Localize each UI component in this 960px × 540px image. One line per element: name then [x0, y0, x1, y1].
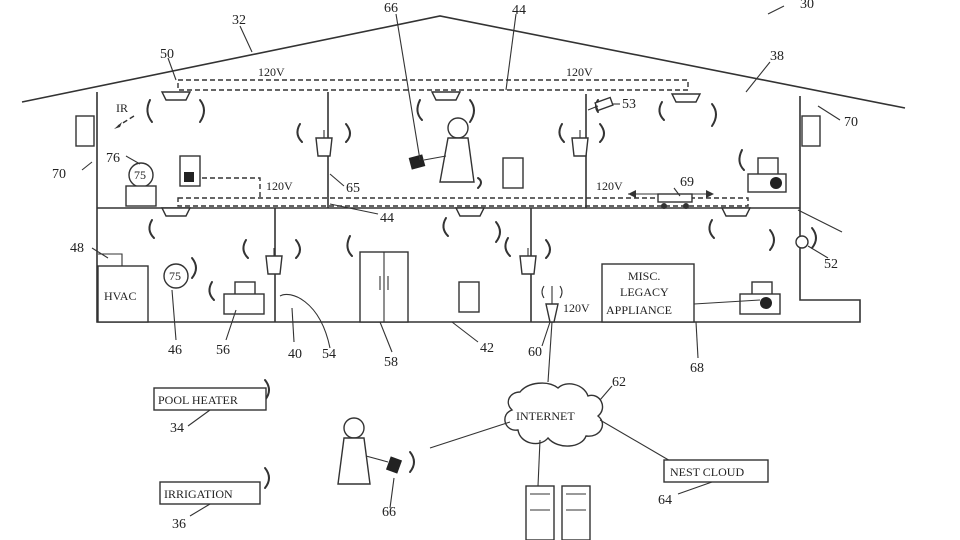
- ref-label: 38: [770, 49, 784, 64]
- ref-label: 44: [512, 3, 526, 18]
- hazard-detector-icon: [160, 91, 752, 217]
- user-with-device-icon: [408, 117, 475, 183]
- ref-label: 46: [168, 343, 182, 358]
- svg-text:IRRIGATION: IRRIGATION: [164, 487, 233, 501]
- ref-label: 40: [288, 347, 302, 362]
- svg-text:HVAC: HVAC: [104, 289, 136, 303]
- ref-label: 66: [382, 505, 396, 520]
- smart-outlet-icon: [179, 155, 787, 315]
- server-icon: [525, 485, 591, 540]
- svg-text:MISC.: MISC.: [628, 269, 660, 283]
- ref-label: 32: [232, 13, 246, 28]
- ref-label: 34: [170, 421, 184, 436]
- ref-label: 70: [52, 167, 66, 182]
- ref-label: 69: [680, 175, 694, 190]
- leader-lines: [81, 5, 841, 517]
- nest-cloud-box: NEST CLOUD: [663, 459, 769, 483]
- ref-label: 36: [172, 517, 186, 532]
- svg-text:POOL HEATER: POOL HEATER: [158, 393, 238, 407]
- ref-label: 64: [658, 493, 672, 508]
- svg-text:75: 75: [169, 269, 181, 283]
- svg-text:75: 75: [134, 168, 146, 182]
- camera-icon: [587, 96, 614, 112]
- svg-text:IR: IR: [116, 101, 128, 115]
- ref-label: 66: [384, 1, 398, 16]
- ref-label: 58: [384, 355, 398, 370]
- ref-label: 53: [622, 97, 636, 112]
- ref-label: 68: [690, 361, 704, 376]
- light-fixture-icon: [265, 130, 589, 275]
- voltage-label: 120V: [566, 65, 593, 79]
- ref-label: 65: [346, 181, 360, 196]
- wireless-signal-icon: [146, 99, 817, 489]
- ref-label: 76: [106, 151, 120, 166]
- entryway-icon: [75, 115, 821, 147]
- voltage-label: 120V: [563, 301, 590, 315]
- ref-label: 54: [322, 347, 336, 362]
- roof: [21, 15, 906, 233]
- svg-text:APPLIANCE: APPLIANCE: [606, 303, 672, 317]
- ref-label: 70: [844, 115, 858, 130]
- irrigation-box: IRRIGATION: [159, 481, 261, 505]
- svg-text:LEGACY: LEGACY: [620, 285, 669, 299]
- ref-label: 48: [70, 241, 84, 256]
- legacy-appliance-box: MISC. LEGACY APPLIANCE: [601, 263, 761, 323]
- hvac-unit: HVAC: [97, 253, 149, 323]
- voltage-label: 120V: [596, 179, 623, 193]
- robot-vacuum-icon: [628, 190, 714, 209]
- ref-label: 42: [480, 341, 494, 356]
- ref-label: 50: [160, 47, 174, 62]
- figure-number: 30: [800, 0, 814, 12]
- ref-label: 60: [528, 345, 542, 360]
- voltage-label: 120V: [266, 179, 293, 193]
- router-icon: [541, 285, 563, 323]
- internet-cloud: INTERNET: [504, 382, 604, 447]
- refrigerator-icon: [359, 251, 409, 323]
- pool-heater-box: POOL HEATER: [153, 387, 267, 411]
- ref-label: 44: [380, 211, 394, 226]
- thermostat-icon: 75: [125, 162, 157, 207]
- svg-text:INTERNET: INTERNET: [516, 409, 575, 423]
- ref-label: 52: [824, 257, 838, 272]
- user-with-device-icon: [337, 417, 403, 485]
- ref-label: 56: [216, 343, 230, 358]
- wall-detector-icon: [795, 235, 809, 249]
- voltage-label: 120V: [258, 65, 285, 79]
- ceiling-wiring: [177, 79, 749, 207]
- svg-text:NEST CLOUD: NEST CLOUD: [670, 465, 744, 479]
- ref-label: 62: [612, 375, 626, 390]
- ir-indicator: IR: [114, 101, 135, 129]
- thermostat-icon: 75: [163, 263, 189, 289]
